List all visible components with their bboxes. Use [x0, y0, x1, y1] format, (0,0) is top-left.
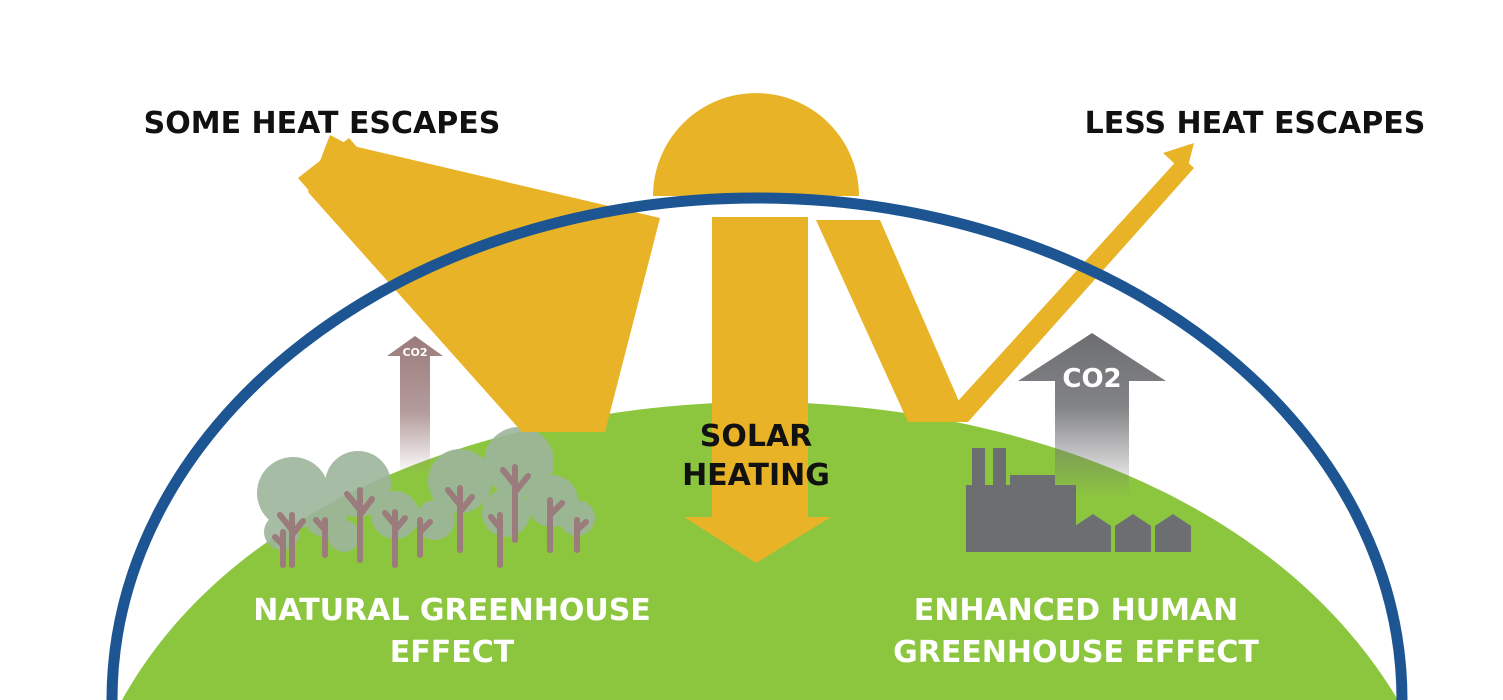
- tree-trunks: [272, 464, 589, 568]
- factory-icon: [966, 448, 1191, 552]
- co2-large-label: CO2: [1062, 364, 1121, 394]
- sun-icon: [653, 93, 859, 196]
- natural-effect-label-line2: EFFECT: [390, 635, 515, 670]
- co2-arrow-icon: [387, 336, 443, 475]
- solar-heating-label-line2: HEATING: [682, 458, 830, 493]
- some-heat-label: SOME HEAT ESCAPES: [144, 106, 501, 141]
- co2-small-label: CO2: [402, 346, 427, 359]
- heat-escape-arrow-right: [816, 143, 1194, 422]
- tree-group: [257, 427, 595, 568]
- atmosphere-arc: [106, 192, 1408, 700]
- tree-canopies: [257, 427, 595, 552]
- heat-escape-arrow-left: [298, 135, 660, 432]
- enhanced-effect-label-line1: ENHANCED HUMAN: [914, 593, 1239, 628]
- solar-heating-label-line1: SOLAR: [700, 419, 813, 454]
- enhanced-effect-label-line2: GREENHOUSE EFFECT: [893, 635, 1259, 670]
- solar-heating-arrow: [684, 217, 831, 563]
- co2-arrow-icon: [1018, 333, 1166, 498]
- natural-effect-label-line1: NATURAL GREENHOUSE: [253, 593, 651, 628]
- less-heat-label: LESS HEAT ESCAPES: [1085, 106, 1426, 141]
